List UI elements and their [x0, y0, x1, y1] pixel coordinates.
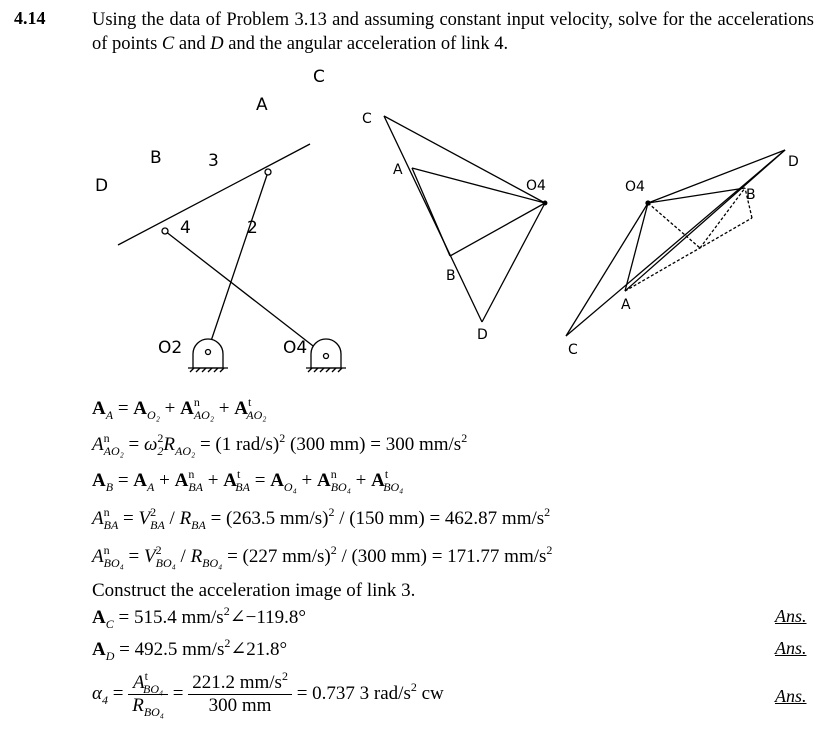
svg-text:O4: O4	[526, 178, 546, 194]
velocity-polygon	[383, 115, 548, 323]
acceleration-polygon	[565, 149, 786, 337]
svg-text:D: D	[788, 154, 799, 170]
velocity-polygon-labels: C A O4 B D	[362, 111, 546, 343]
linkage-labels: C A B 3 D 4 2 O2 O4	[95, 67, 325, 358]
svg-text:A: A	[621, 297, 631, 313]
label-a: A	[256, 95, 268, 115]
problem-statement: Using the data of Problem 3.13 and assum…	[92, 10, 814, 54]
equation-a-d: AD = 492.5 mm/s2∠21.8°	[92, 636, 288, 663]
label-link4: 4	[180, 218, 191, 238]
svg-text:B: B	[746, 187, 756, 203]
equation-a-n-ao2: AnAO₂ = ω22RAO₂ = (1 rad/s)2 (300 mm) = …	[92, 431, 468, 458]
svg-text:B: B	[446, 268, 456, 284]
label-o4: O4	[283, 338, 307, 358]
label-c: C	[313, 67, 325, 87]
link-4	[164, 230, 327, 357]
equation-a-b: AB = AA + AnBA + AtBA = AO₄ + AnBO₄ + At…	[92, 467, 404, 494]
ground-o2	[188, 338, 228, 373]
problem-number: 4.14	[14, 8, 46, 28]
linkage-diagram	[117, 143, 346, 373]
mechanism-figure: C A B 3 D 4 2 O2 O4 C A O4 B D	[95, 67, 799, 373]
label-d: D	[95, 176, 108, 196]
link-2	[207, 171, 269, 351]
ans-label-1: Ans.	[775, 606, 807, 626]
equation-a-c: AC = 515.4 mm/s2∠−119.8°	[92, 604, 306, 631]
svg-text:C: C	[568, 342, 578, 358]
svg-text:O4: O4	[625, 179, 645, 195]
label-link3: 3	[208, 151, 219, 171]
label-o2: O2	[158, 338, 182, 358]
svg-text:D: D	[477, 327, 488, 343]
link-3	[117, 143, 311, 246]
svg-text:C: C	[362, 111, 372, 127]
label-b: B	[150, 148, 162, 168]
ans-label-3: Ans.	[775, 686, 807, 706]
ground-o4	[306, 338, 346, 373]
svg-text:A: A	[393, 162, 403, 178]
equation-a-a: AA = AO₂ + AnAO₂ + AtAO₂	[92, 395, 267, 422]
construct-text: Construct the acceleration image of link…	[92, 580, 416, 601]
ans-label-2: Ans.	[775, 638, 807, 658]
joint-a	[264, 168, 272, 176]
joint-b	[161, 227, 169, 235]
label-link2: 2	[247, 218, 258, 238]
acceleration-polygon-labels: D O4 B A C	[568, 154, 799, 358]
equation-a-n-ba: AnBA = V2BA / RBA = (263.5 mm/s)2 / (150…	[92, 505, 551, 532]
equation-a-n-bo4: AnBO₄ = V2BO₄ / RBO₄ = (227 mm/s)2 / (30…	[92, 543, 553, 570]
